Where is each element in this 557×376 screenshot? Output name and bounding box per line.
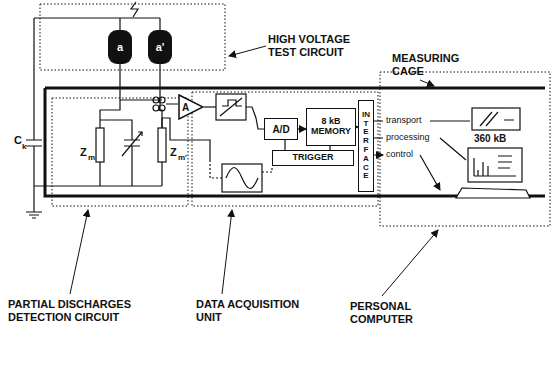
disk-drive [472, 108, 520, 130]
region-label: DATA ACQUISITION UNIT [196, 298, 316, 323]
region-label: MEASURING CAGE [392, 52, 482, 77]
component-label: Z [80, 146, 87, 159]
node-text: TRIGGER [292, 153, 333, 163]
signal-connector [298, 128, 306, 129]
impedance-zm [96, 128, 104, 162]
region-outlines [40, 4, 550, 226]
component-label: C [14, 134, 22, 147]
node-text: 8 kB MEMORY [307, 117, 355, 137]
signal-name: transport [386, 115, 422, 125]
daq-wiring [204, 94, 383, 192]
daq-region [192, 92, 378, 206]
capacity-label: 360 kB [474, 133, 506, 145]
component-subscript: k [22, 142, 26, 151]
signal-name: control [386, 149, 413, 159]
pd-region [52, 98, 188, 206]
coupling-capacitor [26, 18, 42, 212]
node-text: A [182, 102, 189, 113]
variable-capacitor [100, 120, 142, 186]
memory-box: 8 kB MEMORY [306, 108, 356, 146]
component-subscript: m' [178, 153, 187, 162]
leader-arrows [70, 46, 438, 296]
region-label: PARTIAL DISCHARGES DETECTION CIRCUIT [8, 298, 158, 323]
test-object: a [108, 30, 132, 64]
node-text: A/D [272, 124, 289, 135]
region-label: PERSONAL COMPUTER [350, 300, 445, 325]
pc-region [380, 72, 550, 226]
node-text: a' [156, 41, 165, 53]
node-text: INTERFACE [362, 111, 370, 181]
test-object: a' [148, 30, 172, 64]
triangle-outline [178, 94, 204, 120]
component-label: Z [170, 146, 177, 159]
hv-region [40, 4, 225, 70]
detector-block [216, 94, 246, 120]
trigger-box: TRIGGER [272, 150, 354, 166]
keyboard [456, 188, 530, 198]
amplifier-triangle: A [178, 94, 204, 120]
monitor [468, 148, 522, 182]
region-label: HIGH VOLTAGE TEST CIRCUIT [268, 33, 368, 58]
interface-box: INTERFACE [358, 100, 374, 192]
impedance-zm-prime [158, 128, 166, 162]
ground-symbol [26, 212, 42, 218]
pc-peripherals [420, 108, 530, 198]
signal-name: processing [386, 132, 430, 142]
switch-symbol [246, 107, 264, 129]
converter-box: A/D [264, 118, 298, 140]
component-subscript: m [88, 153, 95, 162]
hv-wiring [26, 2, 210, 218]
lightning-symbol [131, 2, 138, 17]
signal-connector [284, 140, 285, 150]
node-text: a [117, 41, 123, 53]
sine-monitor [222, 164, 262, 192]
